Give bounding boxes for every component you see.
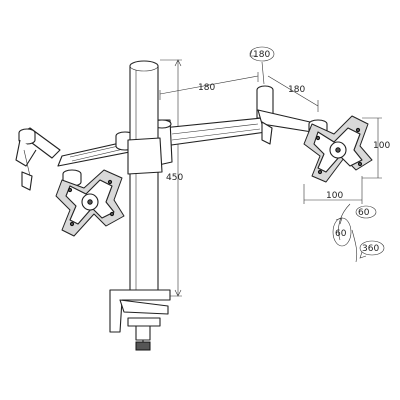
pole xyxy=(127,60,163,301)
top-rotation-label: 180 xyxy=(253,50,270,60)
vesa-width-dimension: 100 xyxy=(303,176,363,204)
right-arm-label: 180 xyxy=(288,85,305,95)
vesa-width-label: 100 xyxy=(326,191,343,201)
desk-clamp xyxy=(109,289,171,351)
tilt-rotation-indicator: 60 60 360 xyxy=(332,203,385,263)
right-vesa-plate xyxy=(303,115,373,183)
left-vesa-plate xyxy=(55,169,125,237)
vesa-height-label: 100 xyxy=(373,141,390,151)
left-arm xyxy=(15,127,143,191)
tilt-up-label: 60 xyxy=(358,208,370,218)
pole-height-dimension: 450 xyxy=(160,59,183,297)
full-rotation-label: 360 xyxy=(362,244,379,254)
tilt-down-label: 60 xyxy=(335,229,347,239)
left-arm-dimension: 180 xyxy=(159,72,259,100)
left-arm-label: 180 xyxy=(198,83,215,93)
vesa-height-dimension: 100 xyxy=(362,117,390,179)
pole-height-label: 450 xyxy=(166,173,183,183)
top-rotation-dimension: 180 xyxy=(249,46,275,85)
right-arm-dimension: 180 xyxy=(267,75,319,112)
